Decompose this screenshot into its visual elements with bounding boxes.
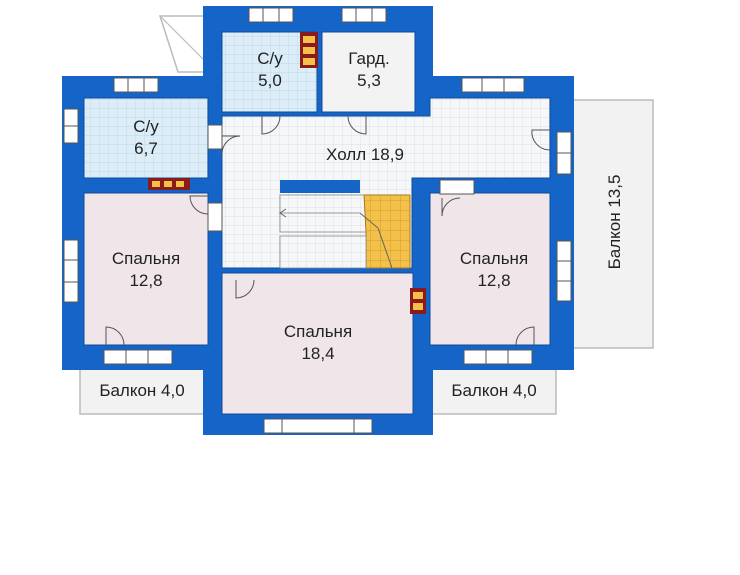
balcony-right-label: Балкон 4,0	[451, 381, 536, 400]
doors	[105, 115, 551, 346]
staircase	[279, 180, 411, 269]
room-name-hall: Холл 18,9	[326, 145, 404, 164]
room-area-bath-left: 6,7	[134, 139, 158, 158]
balcony-east-label: Балкон 13,5	[605, 175, 624, 270]
room-name-bath-left: С/у	[133, 117, 159, 136]
entry-canopy	[158, 15, 205, 73]
room-area-wardrobe: 5,3	[357, 71, 381, 90]
room-name-bed-center: Спальня	[284, 322, 352, 341]
room-area-bath-top: 5,0	[258, 71, 282, 90]
balcony-left-label: Балкон 4,0	[99, 381, 184, 400]
room-name-bed-right: Спальня	[460, 249, 528, 268]
room-area-bed-right: 12,8	[477, 271, 510, 290]
room-labels: С/у 5,0 Гард. 5,3 С/у 6,7 Холл 18,9 Спал…	[99, 49, 624, 400]
room-floors	[83, 31, 551, 415]
windows	[63, 7, 572, 434]
room-area-bed-center: 18,4	[301, 344, 334, 363]
room-name-bed-left: Спальня	[112, 249, 180, 268]
room-area-bed-left: 12,8	[129, 271, 162, 290]
room-name-wardrobe: Гард.	[348, 49, 389, 68]
room-name-bath-top: С/у	[257, 49, 283, 68]
